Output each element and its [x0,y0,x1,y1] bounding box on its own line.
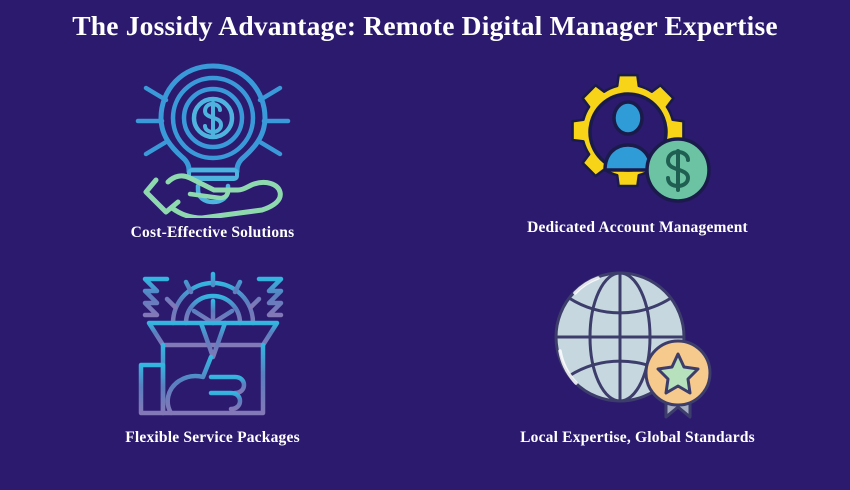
lightbulb-dollar-in-hand-icon [128,55,298,220]
feature-card-cost-effective-solutions[interactable]: Cost-Effective Solutions [0,55,425,265]
feature-card-local-expertise-global-standards[interactable]: Local Expertise, Global Standards [425,265,850,475]
feature-card-flexible-service-packages[interactable]: Flexible Service Packages [0,265,425,475]
feature-label: Dedicated Account Management [527,219,748,236]
open-box-gear-hand-icon [123,265,303,425]
feature-card-dedicated-account-management[interactable]: Dedicated Account Management [425,55,850,265]
page-title: The Jossidy Advantage: Remote Digital Ma… [72,10,778,41]
feature-label: Cost-Effective Solutions [130,224,295,241]
gear-person-dollar-coin-icon [550,55,725,215]
feature-label: Flexible Service Packages [125,429,300,446]
feature-label: Local Expertise, Global Standards [520,429,755,446]
globe-award-medal-icon [548,265,728,425]
feature-grid: Cost-Effective Solutions [0,55,850,475]
